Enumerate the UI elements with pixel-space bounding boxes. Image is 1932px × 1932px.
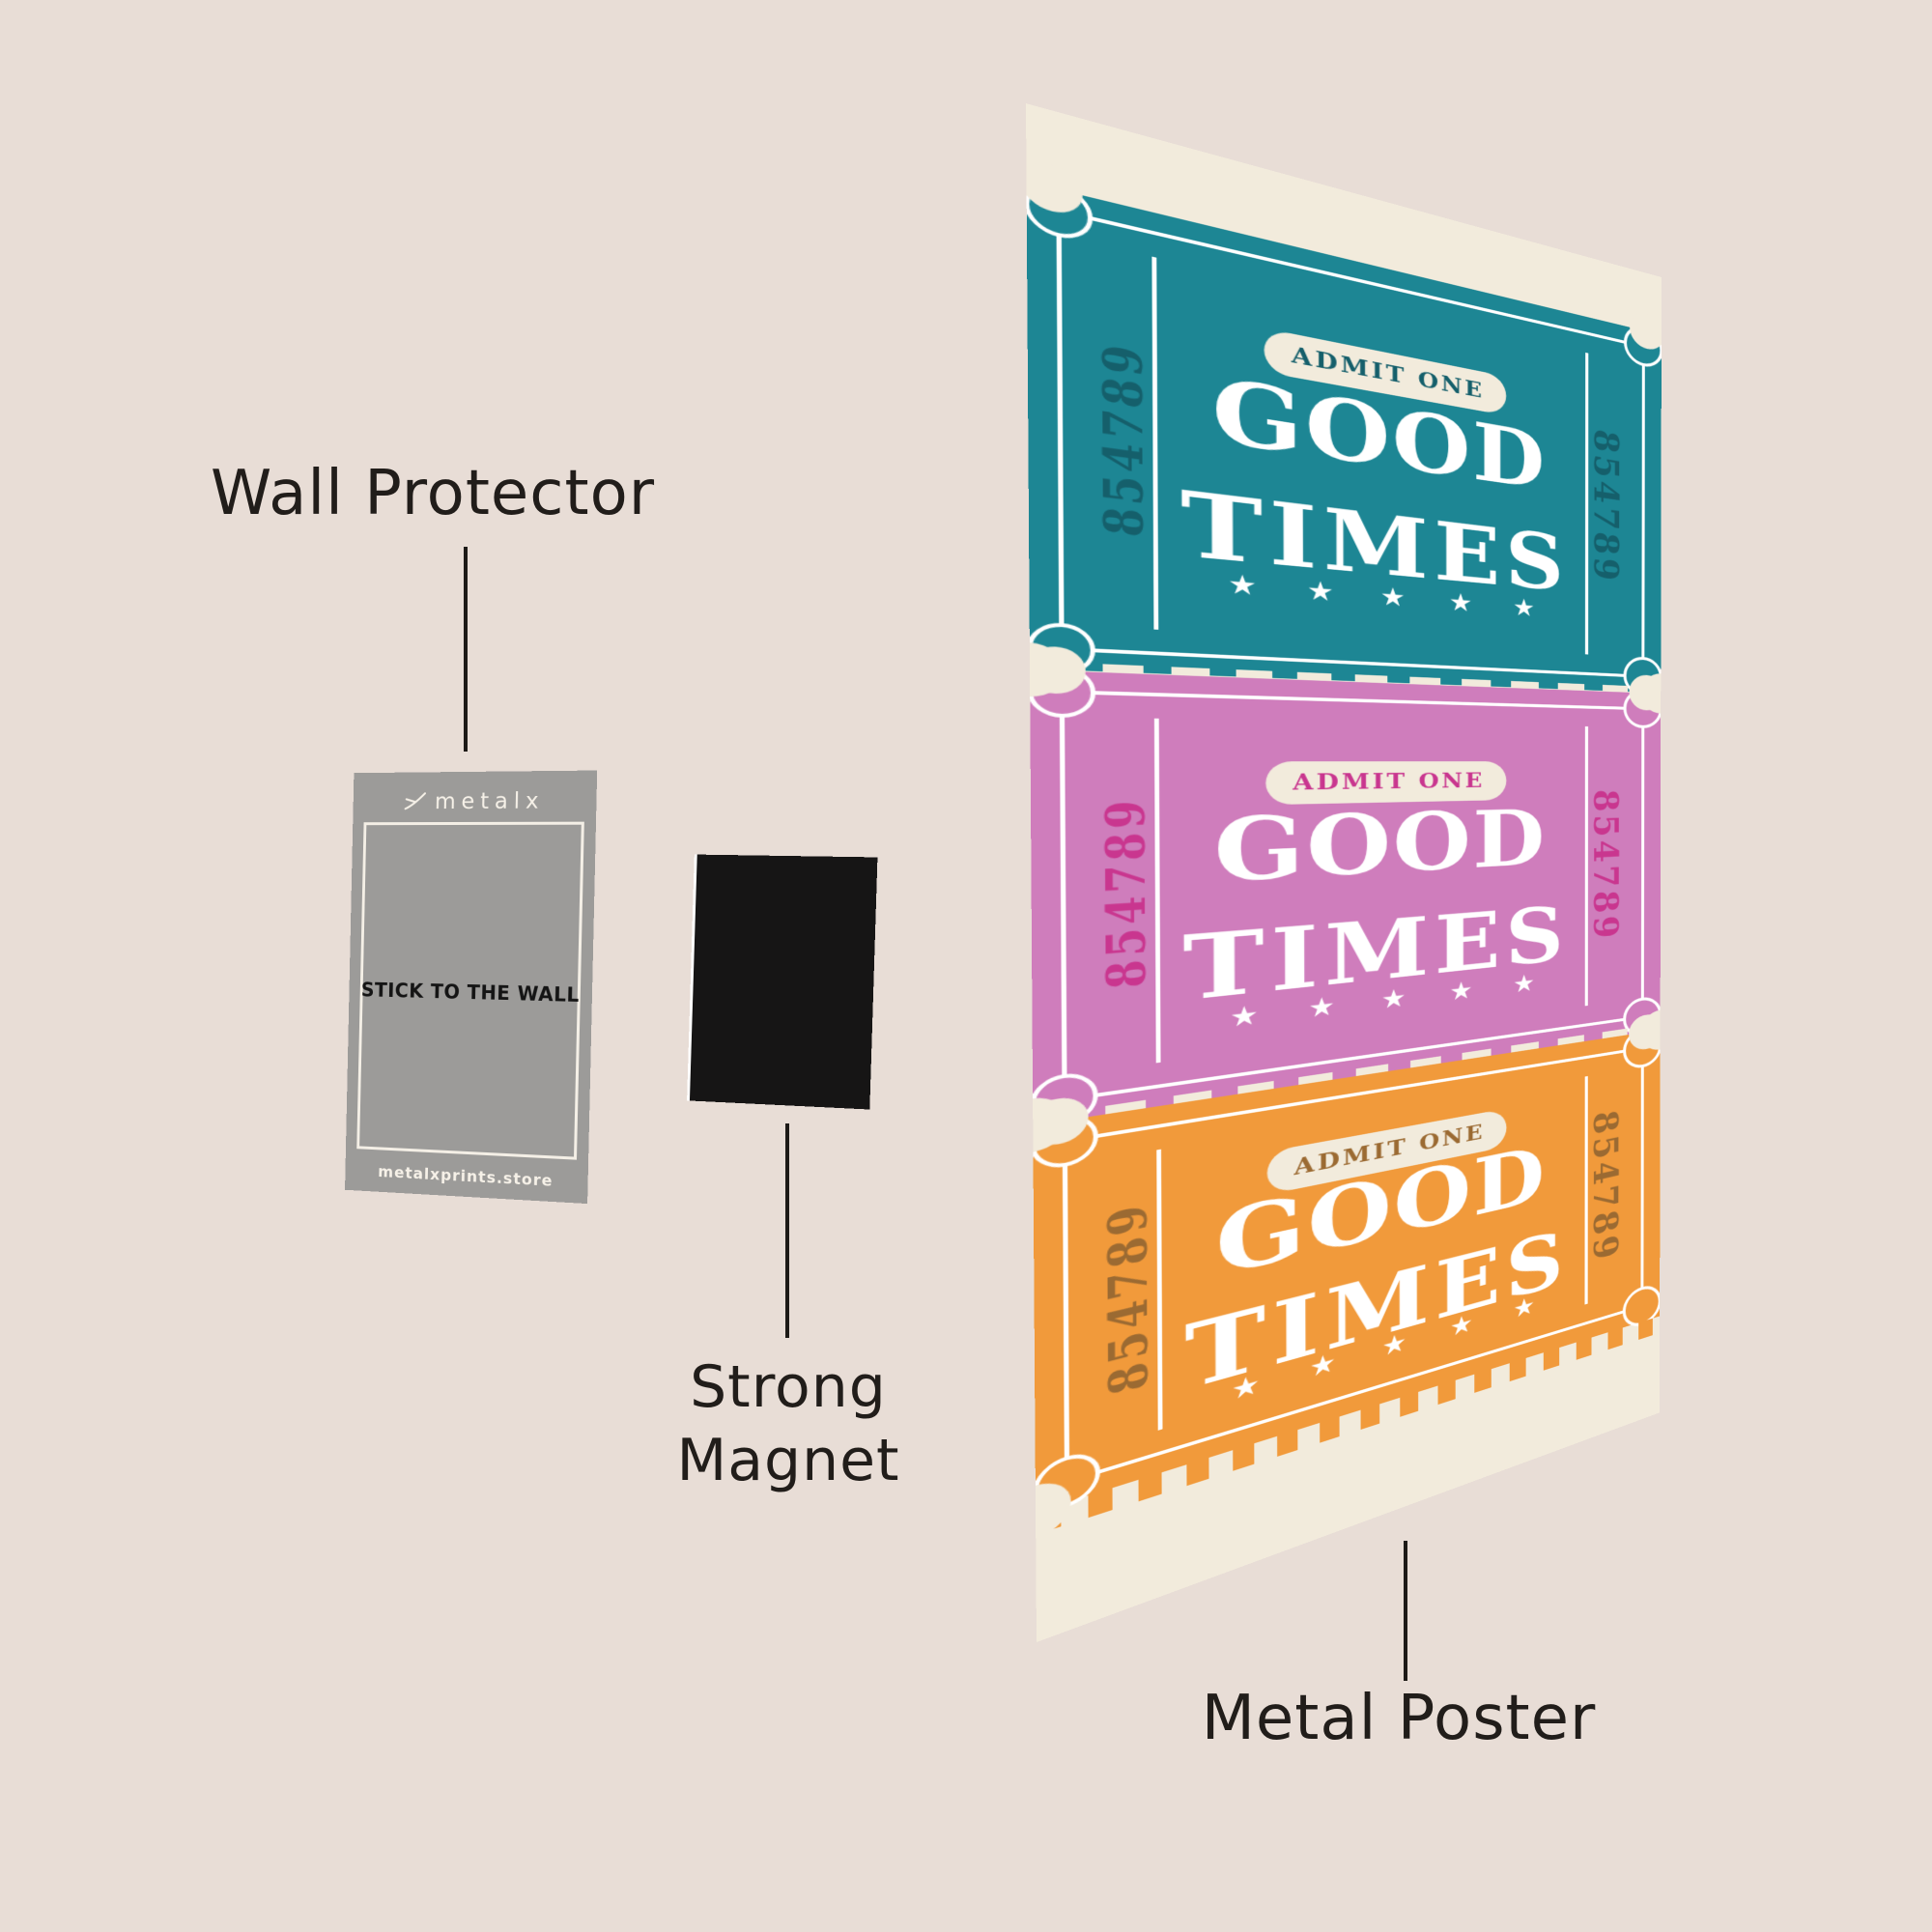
strong-magnet-square [687,854,878,1110]
wall-protector-leader-line [464,547,468,752]
metal-poster-label: Metal Poster [1201,1683,1597,1754]
star-icon: ★ [1380,983,1406,1015]
star-icon: ★ [1513,969,1535,999]
star-icon: ★ [1513,1291,1535,1324]
card-brand-name: metalx [434,788,545,815]
strong-magnet-leader-line [785,1123,789,1338]
star-icon: ★ [1449,1308,1473,1344]
star-icon: ★ [1227,568,1258,603]
star-icon: ★ [1449,976,1473,1008]
metalx-logo-icon [402,792,426,811]
card-website-text: metalxprints.store [378,1162,554,1190]
star-icon: ★ [1448,587,1473,618]
star-icon: ★ [1308,991,1335,1025]
star-icon: ★ [1381,1327,1407,1363]
strong-magnet-label: Strong Magnet [676,1353,900,1494]
wall-protector-card: metalx STICK TO THE WALL metalxprints.st… [345,770,598,1205]
star-icon: ★ [1513,593,1535,623]
metal-poster: 854789 854789 ADMIT ONE GOOD TIMES ★ ★ ★… [1026,103,1662,1643]
star-icon: ★ [1229,1000,1259,1035]
wall-protector-label: Wall Protector [210,458,656,529]
star-icon: ★ [1306,575,1334,609]
star-icon: ★ [1379,582,1406,613]
ticket-good-times-teal: 854789 854789 ADMIT ONE GOOD TIMES ★ ★ ★… [1026,156,1662,711]
metal-poster-leader-line [1404,1541,1407,1681]
admit-one-text: ADMIT ONE [1293,769,1485,796]
card-brand: metalx [353,788,596,814]
